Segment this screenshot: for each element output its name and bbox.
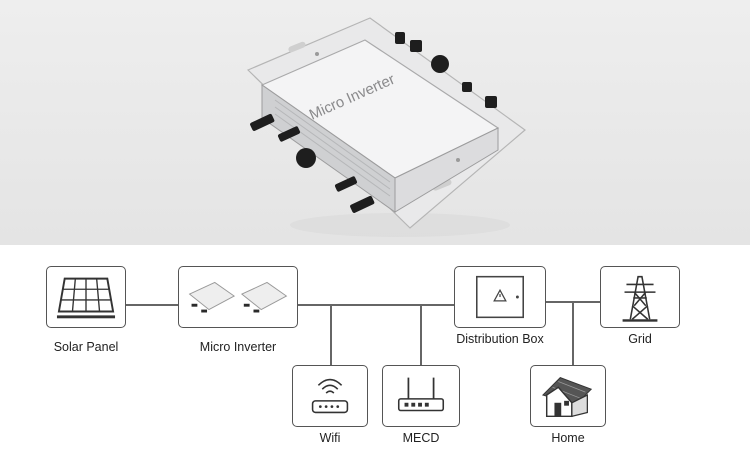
mecd-node (382, 365, 460, 427)
micro-inverter-node (178, 266, 298, 328)
solar-panel-node (46, 266, 126, 328)
solar-panel-label: Solar Panel (53, 340, 119, 354)
power-tower-icon (622, 275, 658, 322)
mecd-router-icon (397, 377, 445, 412)
connector-panel-inverter (126, 304, 178, 306)
home-label: Home (551, 431, 585, 445)
solar-panel-icon (56, 277, 116, 319)
house-icon (541, 377, 593, 418)
distribution-box-label: Distribution Box (456, 332, 544, 346)
connection-diagram: Solar Panel Micro Inverter (0, 245, 750, 450)
product-photo-area: Micro Inverter (0, 0, 750, 245)
grid-label: Grid (628, 332, 652, 346)
distribution-box-node (454, 266, 546, 328)
micro-inverter-label: Micro Inverter (199, 340, 277, 354)
micro-inverter-icon (188, 281, 288, 313)
wifi-node (292, 365, 368, 427)
grid-node (600, 266, 680, 328)
connector-wifi-drop (330, 304, 332, 370)
mecd-label: MECD (402, 431, 440, 445)
wifi-router-icon (311, 378, 349, 414)
home-node (530, 365, 606, 427)
connector-home-drop (572, 301, 574, 367)
connector-inverter-distribution (298, 304, 454, 306)
distribution-box-icon (476, 275, 524, 319)
wifi-label: Wifi (319, 431, 341, 445)
micro-inverter-illustration: Micro Inverter (246, 17, 526, 237)
connector-mecd-drop (420, 304, 422, 370)
